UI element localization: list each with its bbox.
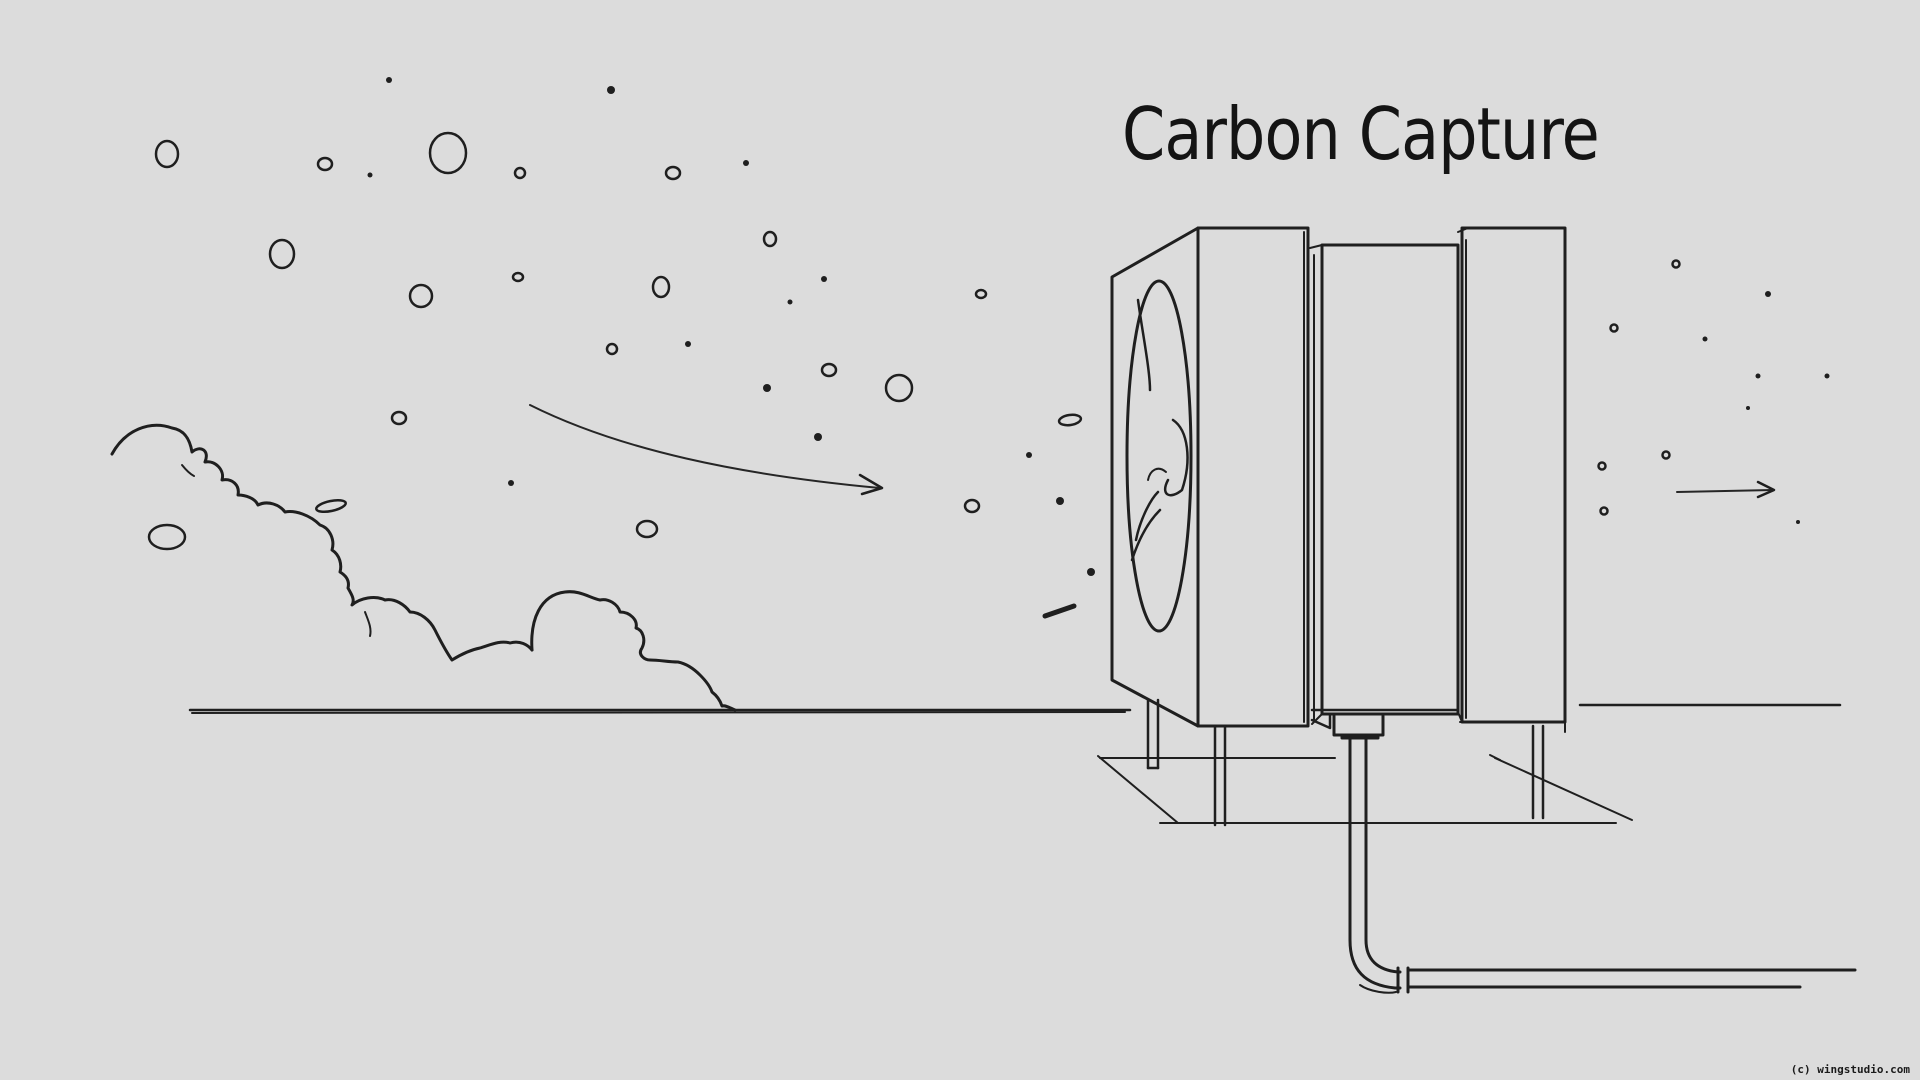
unit-stand [1097,698,1633,827]
arrow-right-icon [529,404,884,496]
particles-left [147,77,1095,619]
capture-unit [1110,226,1567,733]
copyright-credit: (c) wingstudio.com [1790,1063,1910,1076]
arrow-right-icon-output [1676,480,1776,499]
cloud-sketch [110,423,737,712]
particles-right [1597,259,1830,524]
page-title: Carbon Capture [1122,92,1600,176]
pipe-sketch [1332,714,1857,994]
ground-line [188,703,1842,714]
fan-icon [1125,279,1193,633]
